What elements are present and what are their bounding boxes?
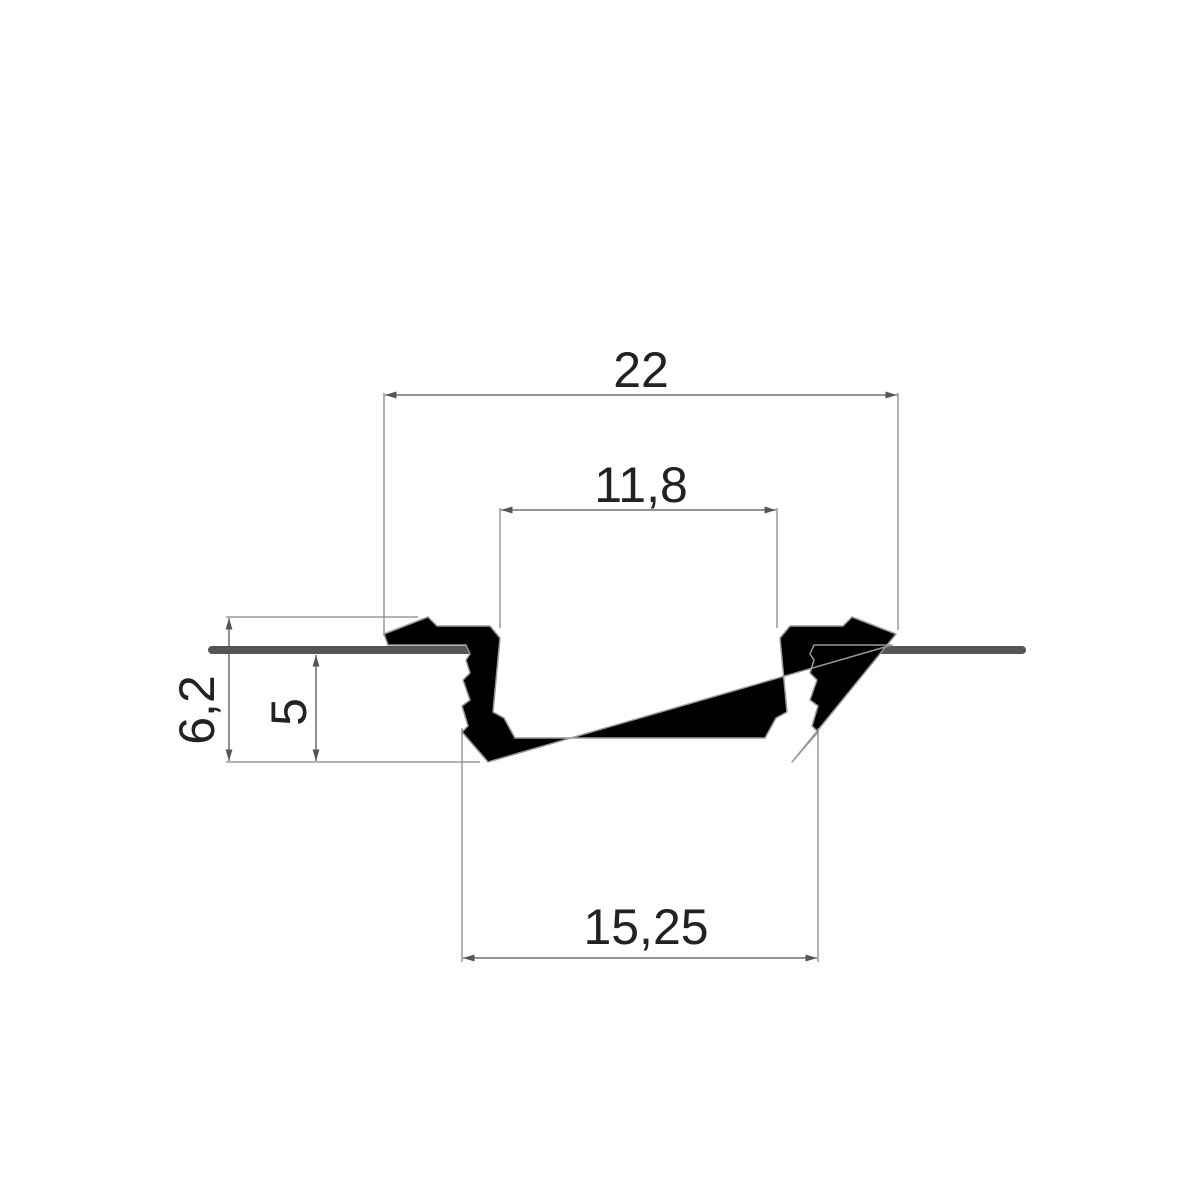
dimension-label-6-2: 6,2: [169, 675, 225, 745]
dimension-label-15-25: 15,25: [583, 899, 708, 955]
dimension-label-11-8: 11,8: [594, 457, 688, 513]
dimension-label-22: 22: [613, 342, 669, 398]
dimension-label-5: 5: [261, 698, 317, 726]
aluminium-profile-section: [383, 616, 897, 763]
extension-lines: [226, 393, 899, 962]
